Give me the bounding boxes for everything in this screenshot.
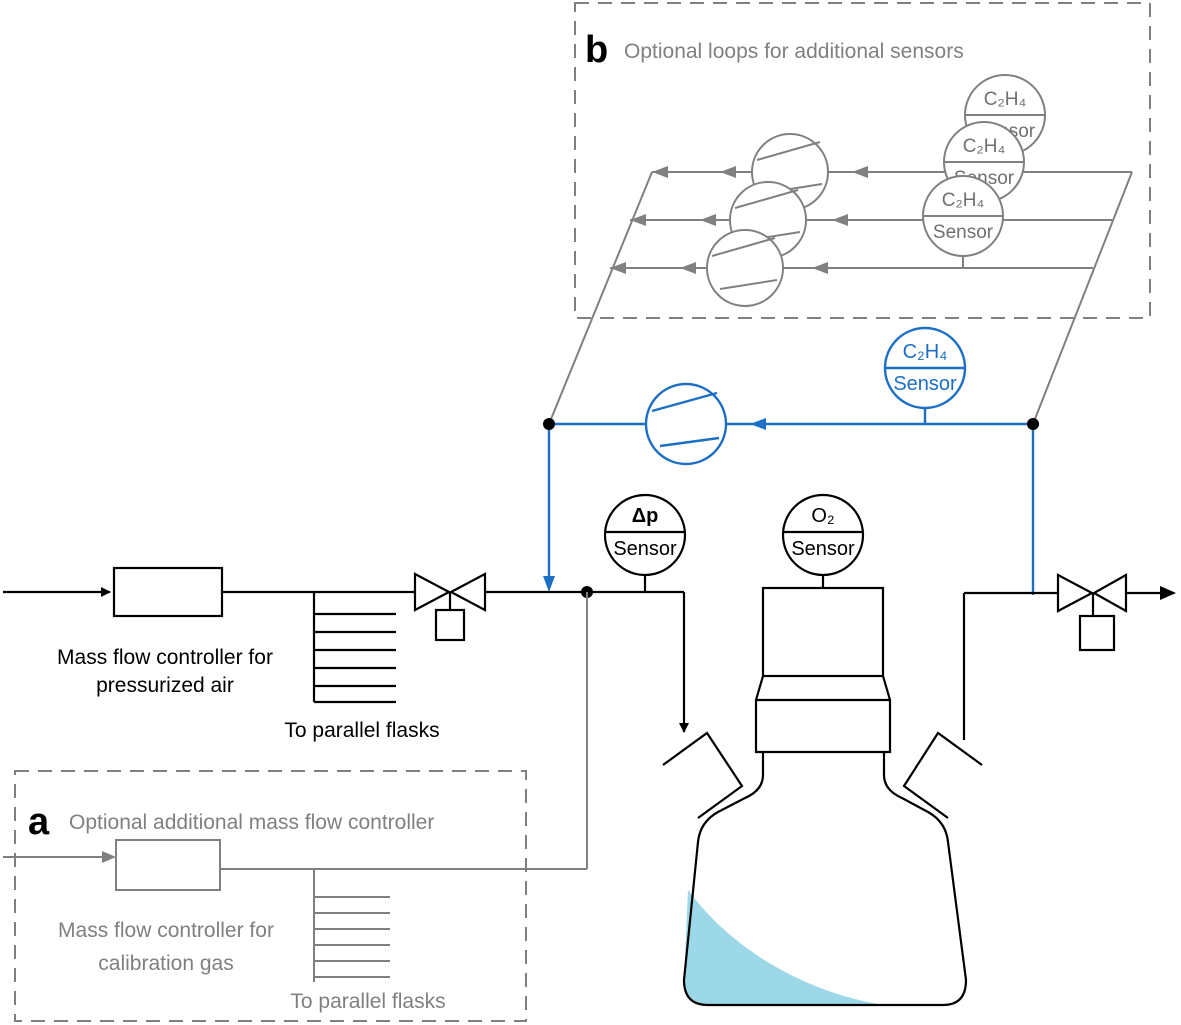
panel-b: b Optional loops for additional sensors — [548, 2, 1151, 425]
mass-flow-controller-icon — [115, 839, 221, 891]
sensor-icon: C₂H₄ Sensor — [883, 326, 967, 410]
mfc-cal-label-line2: calibration gas — [98, 952, 233, 975]
svg-text:Δp: Δp — [632, 505, 659, 527]
parallel-flasks-label: To parallel flasks — [284, 719, 439, 742]
o2-sensor: O₂ Sensor — [781, 493, 865, 588]
svg-text:O₂: O₂ — [811, 505, 834, 527]
svg-text:Sensor: Sensor — [613, 538, 677, 560]
panel-a-border — [14, 770, 527, 1022]
svg-text:Sensor: Sensor — [791, 538, 855, 560]
svg-text:Sensor: Sensor — [893, 373, 957, 395]
svg-text:C₂H₄: C₂H₄ — [963, 136, 1006, 157]
outlet — [962, 573, 1176, 740]
valve-icon — [413, 572, 487, 642]
sensor-icon: C₂H₄ Sensor — [922, 175, 1004, 257]
panel-b-letter: b — [585, 29, 608, 71]
valve-icon — [1056, 573, 1128, 652]
svg-text:C₂H₄: C₂H₄ — [984, 89, 1027, 110]
panel-b-title: Optional loops for additional sensors — [624, 40, 964, 63]
mfc-air-label-line1: Mass flow controller for — [57, 646, 273, 669]
svg-text:Sensor: Sensor — [933, 222, 994, 243]
sensor-loop: C₂H₄ Sensor — [543, 326, 1039, 595]
pump-icon — [706, 229, 784, 307]
panel-a: a Optional additional mass flow controll… — [3, 592, 588, 1022]
mass-flow-controller-icon — [112, 566, 224, 618]
mfc-air-label-line2: pressurized air — [96, 674, 234, 697]
dp-sensor: Δp Sensor — [603, 493, 687, 577]
svg-text:C₂H₄: C₂H₄ — [942, 190, 985, 211]
pump-icon — [644, 382, 728, 466]
panel-b-border — [574, 2, 1151, 319]
mfc-cal-label-line1: Mass flow controller for — [58, 919, 274, 942]
air-supply: Mass flow controller for pressurized air… — [3, 566, 689, 742]
flask-icon — [662, 586, 983, 1007]
svg-text:C₂H₄: C₂H₄ — [903, 341, 948, 363]
parallel-flasks-label-a: To parallel flasks — [290, 990, 445, 1013]
panel-a-letter: a — [28, 801, 50, 843]
panel-a-title: Optional additional mass flow controller — [69, 811, 434, 834]
arrow-icon — [1160, 586, 1176, 600]
